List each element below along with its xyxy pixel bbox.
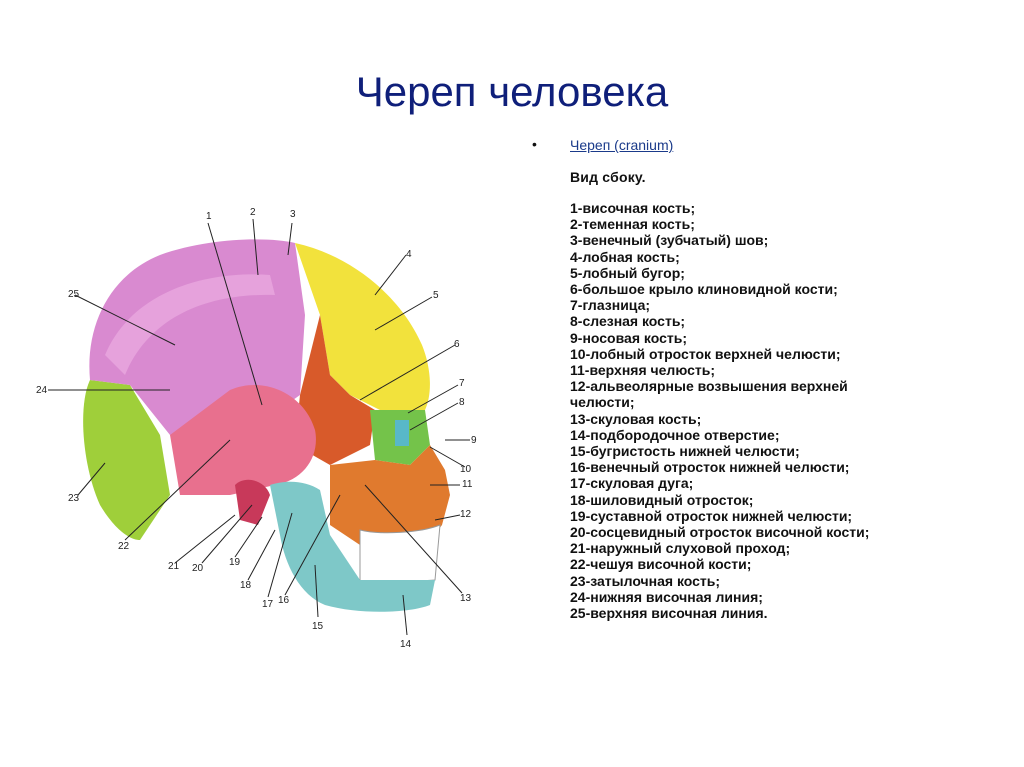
mandible-region: [270, 481, 435, 612]
legend-item: 14-подбородочное отверстие;: [570, 426, 780, 443]
legend-item: 4-лобная кость;: [570, 248, 680, 265]
figure-label: 10: [460, 464, 472, 475]
legend-item: 20-сосцевидный отросток височной кости;: [570, 524, 870, 541]
cranium-link[interactable]: Череп (cranium): [570, 137, 674, 153]
legend-item: 22-чешуя височной кости;: [570, 556, 752, 573]
legend-item: 6-большое крыло клиновидной кости;: [570, 281, 838, 298]
legend-item: 5-лобный бугор;: [570, 264, 685, 281]
figure-label: 16: [278, 595, 290, 606]
figure-label: 12: [460, 509, 472, 520]
figure-label: 20: [192, 563, 204, 574]
skull-illustration: 1 2 3 4 5 6 7 8 9 10 11 12 13 14 15 16 1…: [30, 195, 530, 660]
temporal-lines-band: [105, 274, 275, 375]
orbit-highlight: [395, 420, 409, 446]
figure-label: 22: [118, 541, 130, 552]
figure-label: 9: [471, 435, 477, 446]
legend-item: 15-бугристость нижней челюсти;: [570, 443, 800, 460]
figure-label: 6: [454, 339, 460, 350]
legend-item: 13-скуловая кость;: [570, 410, 702, 427]
legend-item: 8-слезная кость;: [570, 313, 686, 330]
temporal-bone-region: [170, 384, 316, 495]
skull-lateral-view-diagram: 1 2 3 4 5 6 7 8 9 10 11 12 13 14 15 16 1…: [36, 207, 477, 650]
figure-label: 2: [250, 207, 256, 218]
legend-item: 23-затылочная кость;: [570, 572, 721, 589]
occipital-bone-region: [83, 380, 170, 540]
figure-label: 8: [459, 397, 465, 408]
figure-label: 4: [406, 249, 412, 260]
figure-label: 21: [168, 561, 180, 572]
figure-number-labels: 1 2 3 4 5 6 7 8 9 10 11 12 13 14 15 16 1…: [36, 207, 477, 650]
figure-label: 3: [290, 209, 296, 220]
bullet-point: •: [532, 136, 537, 152]
figure-label: 7: [459, 378, 465, 389]
legend-item: 18-шиловидный отросток;: [570, 491, 754, 508]
figure-label: 14: [400, 639, 412, 650]
figure-label: 5: [433, 290, 439, 301]
legend-item: 3-венечный (зубчатый) шов;: [570, 232, 769, 249]
figure-label: 23: [68, 493, 80, 504]
legend-item: 25-верхняя височная линия.: [570, 605, 768, 622]
figure-label: 1: [206, 211, 212, 222]
legend-item: 10-лобный отросток верхней челюсти;: [570, 345, 841, 362]
legend-item: 24-нижняя височная линия;: [570, 588, 763, 605]
legend-item: 12-альвеолярные возвышения верхней челюс…: [570, 378, 848, 411]
description-block: • Череп (cranium) Вид сбоку. 1-височная …: [532, 136, 1010, 621]
frontal-bone-region: [295, 243, 430, 410]
legend-item: 17-скуловая дуга;: [570, 475, 694, 492]
view-label: Вид сбоку.: [570, 169, 646, 185]
maxilla-region: [330, 445, 450, 545]
sphenoid-wing-region: [295, 315, 375, 465]
legend-item: 7-глазница;: [570, 297, 651, 314]
legend-item: 2-теменная кость;: [570, 216, 695, 233]
leader-lines: [48, 218, 470, 636]
legend-item: 1-височная кость;: [570, 200, 696, 216]
figure-label: 11: [462, 479, 473, 490]
ear-region: [235, 479, 270, 525]
slide-title: Череп человека: [355, 68, 669, 115]
figure-label: 13: [460, 593, 472, 604]
figure-label: 24: [36, 385, 48, 396]
bone-legend-list: 1-височная кость; 2-теменная кость; 3-ве…: [570, 200, 1010, 621]
figure-label: 15: [312, 621, 324, 632]
figure-label: 19: [229, 557, 241, 568]
legend-item: 19-суставной отросток нижней челюсти;: [570, 507, 853, 524]
legend-item: 21-наружный слуховой проход;: [570, 540, 791, 557]
figure-label: 25: [68, 289, 80, 300]
teeth-region: [359, 524, 441, 586]
legend-item: 11-верхняя челюсть;: [570, 362, 715, 379]
figure-label: 18: [240, 580, 252, 591]
legend-item: 9-носовая кость;: [570, 329, 687, 346]
figure-label: 17: [262, 599, 274, 610]
legend-item: 16-венечный отросток нижней челюсти;: [570, 459, 850, 476]
